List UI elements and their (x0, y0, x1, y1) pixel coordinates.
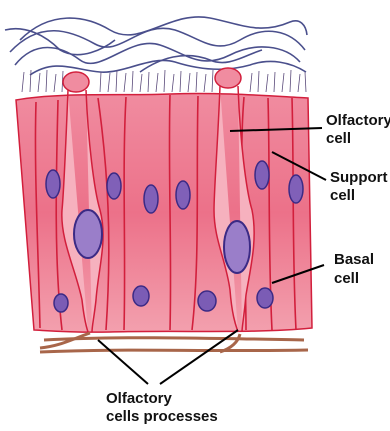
label-processes-line1: Olfactory (106, 390, 173, 407)
label-basal-cell-line1: Basal (334, 251, 374, 268)
label-support-cell-line1: Support (330, 169, 388, 186)
label-basal-cell-line2: cell (334, 270, 359, 287)
label-olfactory-cell-line2: cell (326, 130, 351, 147)
label-olfactory-cell-line1: Olfactory (326, 112, 390, 129)
cilia-layer (5, 17, 307, 75)
label-processes-line2: cells processes (106, 408, 218, 425)
label-support-cell-line2: cell (330, 187, 355, 204)
olfactory-processes-fibers (40, 333, 308, 352)
